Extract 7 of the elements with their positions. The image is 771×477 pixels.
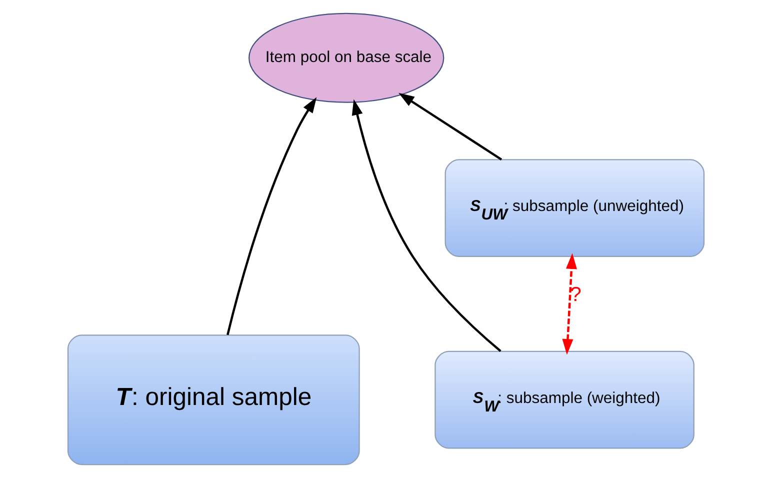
node-box: T: original sample bbox=[66, 334, 360, 465]
arrow bbox=[226, 96, 316, 335]
arrow bbox=[398, 92, 502, 160]
edge-label: ? bbox=[570, 283, 581, 306]
arrow bbox=[351, 98, 501, 352]
node-ellipse: Item pool on base scale bbox=[248, 12, 444, 102]
arrow bbox=[562, 252, 576, 354]
